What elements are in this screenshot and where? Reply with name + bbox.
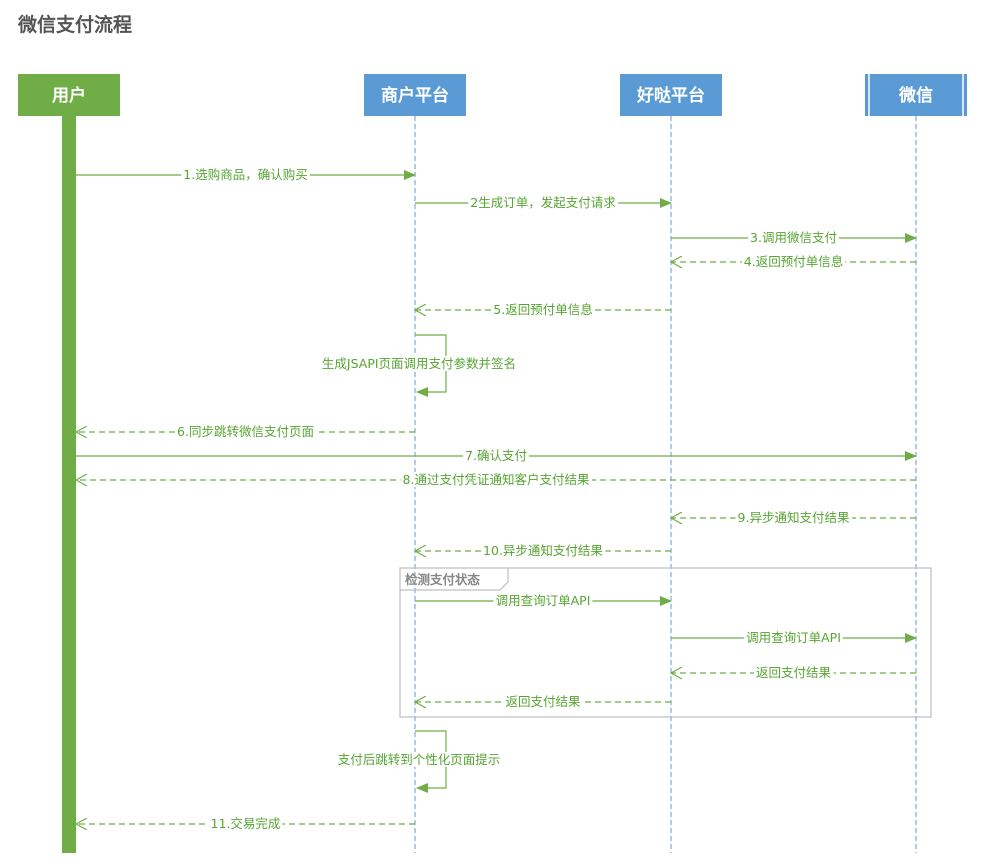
message-13: 调用查询订单API <box>671 630 917 645</box>
fragment-frame <box>399 567 932 718</box>
message-label: 3.调用微信支付 <box>750 230 837 245</box>
actor-box-haoda <box>620 74 722 116</box>
message-6: 生成JSAPI页面调用支付参数并签名 <box>319 334 519 397</box>
message-11: 10.异步通知支付结果 <box>415 543 671 558</box>
page-title: 微信支付流程 <box>18 14 133 36</box>
message-label: 1.选购商品，确认购买 <box>183 167 307 182</box>
message-label: 支付后跳转到个性化页面提示 <box>338 752 501 767</box>
actor-label-user: 用户 <box>52 85 86 106</box>
message-label-bg <box>481 543 606 558</box>
message-14: 返回支付结果 <box>671 665 916 680</box>
message-label-bg <box>463 448 529 463</box>
message-7: 6.同步跳转微信支付页面 <box>76 424 415 439</box>
message-1: 1.选购商品，确认购买 <box>76 167 416 182</box>
fragment-tab <box>400 568 509 591</box>
message-label: 返回支付结果 <box>505 694 581 709</box>
message-label-bg <box>208 816 283 831</box>
message-2: 2生成订单，发起支付请求 <box>415 195 672 210</box>
message-label-bg <box>400 472 592 487</box>
message-label: 7.确认支付 <box>465 448 527 463</box>
message-label: 调用查询订单API <box>496 593 591 608</box>
message-label-bg <box>744 630 843 645</box>
actor-label-merchant: 商户平台 <box>381 85 449 106</box>
message-label: 2生成订单，发起支付请求 <box>470 195 616 210</box>
message-label-bg <box>753 665 834 680</box>
message-label: 4.返回预付单信息 <box>744 254 843 269</box>
message-label: 5.返回预付单信息 <box>493 302 592 317</box>
message-label: 11.交易完成 <box>211 816 281 831</box>
message-label: 6.同步跳转微信支付页面 <box>177 424 314 439</box>
message-9: 8.通过支付凭证通知客户支付结果 <box>76 472 916 487</box>
message-label-bg <box>493 593 593 608</box>
message-label-bg <box>735 510 852 525</box>
message-label-bg <box>491 302 595 317</box>
message-label-bg <box>503 694 583 709</box>
message-label-bg <box>741 254 846 269</box>
message-label-bg <box>181 167 310 182</box>
actor-box-user <box>18 74 120 116</box>
actor-box-wechat <box>865 74 967 116</box>
message-5: 5.返回预付单信息 <box>415 302 671 317</box>
message-label-bg <box>335 752 503 767</box>
message-label-bg <box>175 424 316 439</box>
actor-label-haoda: 好哒平台 <box>636 85 705 106</box>
message-12: 调用查询订单API <box>415 593 672 608</box>
message-label: 调用查询订单API <box>746 630 841 645</box>
message-15: 返回支付结果 <box>415 694 671 709</box>
message-4: 4.返回预付单信息 <box>671 254 916 269</box>
message-3: 3.调用微信支付 <box>671 230 917 245</box>
message-16: 支付后跳转到个性化页面提示 <box>335 730 503 793</box>
message-label: 8.通过支付凭证通知客户支付结果 <box>403 472 590 487</box>
message-label: 返回支付结果 <box>756 665 832 680</box>
message-label-bg <box>319 356 519 371</box>
message-10: 9.异步通知支付结果 <box>671 510 916 525</box>
message-label-bg <box>468 195 619 210</box>
message-8: 7.确认支付 <box>76 448 917 463</box>
message-17: 11.交易完成 <box>76 816 415 831</box>
message-label: 生成JSAPI页面调用支付参数并签名 <box>322 356 516 371</box>
message-label: 9.异步通知支付结果 <box>738 510 850 525</box>
fragment-label: 检测支付状态 <box>405 572 481 587</box>
actor-box-merchant <box>364 74 466 116</box>
message-label-bg <box>748 230 839 245</box>
actor-label-wechat: 微信 <box>898 85 933 106</box>
lifeline-user <box>62 116 76 853</box>
message-label: 10.异步通知支付结果 <box>483 543 603 558</box>
